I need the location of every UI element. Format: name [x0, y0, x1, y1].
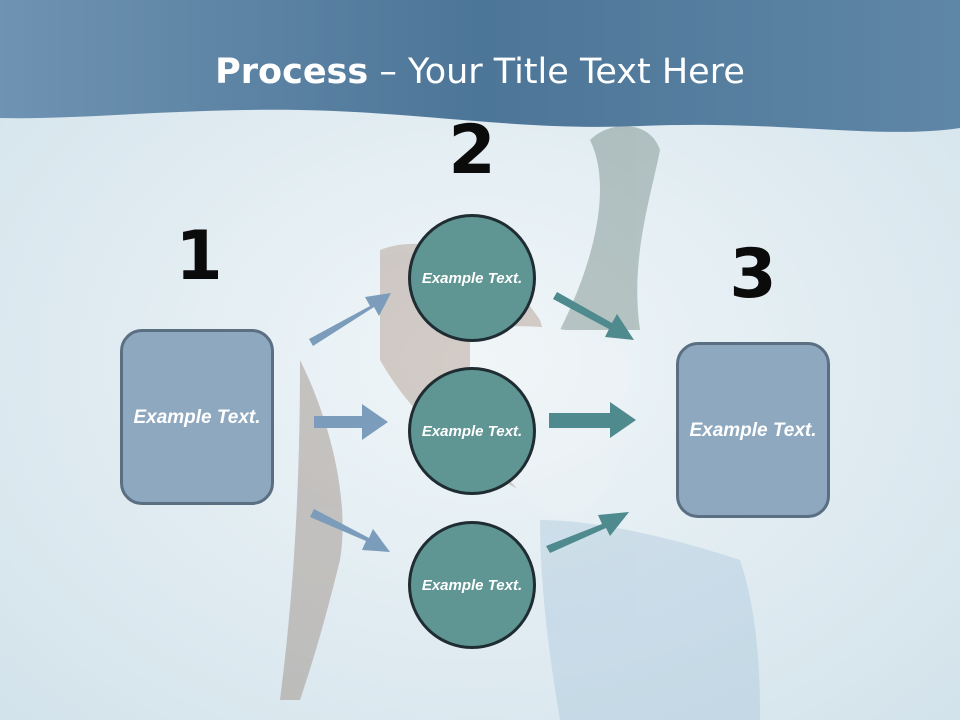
page-title: Process – Your Title Text Here: [0, 52, 960, 92]
step-1-label: Example Text.: [133, 406, 261, 428]
step-number-3: 3: [729, 235, 777, 314]
arrow-1-to-top: [309, 293, 391, 346]
step-number-2: 2: [448, 111, 496, 190]
arrow-middle-to-3: [549, 402, 636, 438]
step-3-label: Example Text.: [689, 419, 817, 441]
title-rest: – Your Title Text Here: [368, 52, 745, 92]
step-2-node-top[interactable]: Example Text.: [408, 214, 536, 342]
title-bold: Process: [215, 52, 369, 92]
arrow-1-to-middle: [314, 404, 388, 440]
header-band: [0, 0, 960, 132]
node-middle-label: Example Text.: [421, 422, 523, 440]
step-number-1: 1: [175, 217, 223, 296]
node-top-label: Example Text.: [421, 269, 523, 287]
arrow-top-to-3: [553, 292, 634, 340]
arrow-bottom-to-3: [546, 512, 629, 553]
left-arrows: [309, 293, 391, 552]
step-3-box[interactable]: Example Text.: [676, 342, 830, 518]
step-1-box[interactable]: Example Text.: [120, 329, 274, 505]
right-arrows: [546, 292, 636, 553]
node-bottom-label: Example Text.: [421, 576, 523, 594]
step-2-node-middle[interactable]: Example Text.: [408, 367, 536, 495]
arrow-1-to-bottom: [310, 509, 390, 552]
step-2-node-bottom[interactable]: Example Text.: [408, 521, 536, 649]
